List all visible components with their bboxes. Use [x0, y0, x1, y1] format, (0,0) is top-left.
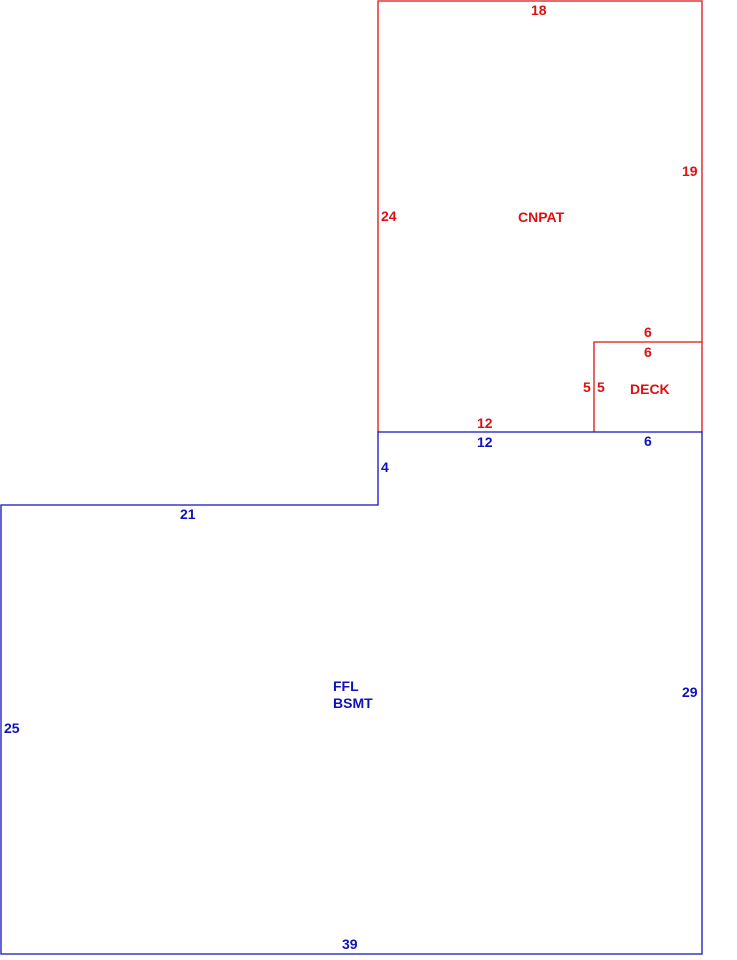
deck-outline [593, 341, 703, 432]
deck-dim-top-inner: 6 [644, 344, 652, 360]
canopy-area: CNPAT 18 24 19 12 [377, 0, 703, 432]
main-dim-top-right: 6 [644, 433, 652, 449]
canopy-dim-top: 18 [531, 2, 547, 18]
canopy-dim-bottom: 12 [477, 415, 493, 431]
main-dim-top-middle: 12 [477, 434, 493, 450]
main-area: FFL BSMT 21 4 12 6 29 39 25 [0, 431, 703, 955]
deck-area: DECK 6 6 5 5 [583, 324, 703, 432]
main-dim-right: 29 [682, 684, 698, 700]
canopy-label: CNPAT [518, 209, 565, 225]
canopy-outline [377, 0, 703, 432]
deck-dim-left-outer: 5 [583, 379, 591, 395]
main-label-line1: FFL [333, 678, 359, 694]
main-dim-step: 4 [381, 459, 389, 475]
deck-label: DECK [630, 381, 670, 397]
canopy-dim-left: 24 [381, 208, 397, 224]
main-dim-bottom: 39 [342, 936, 358, 952]
canopy-dim-right: 19 [682, 163, 698, 179]
main-dim-top-left: 21 [180, 506, 196, 522]
deck-dim-left-inner: 5 [597, 379, 605, 395]
main-outline [0, 431, 703, 955]
main-dim-left: 25 [4, 720, 20, 736]
deck-dim-top-outer: 6 [644, 324, 652, 340]
main-label-line2: BSMT [333, 695, 373, 711]
